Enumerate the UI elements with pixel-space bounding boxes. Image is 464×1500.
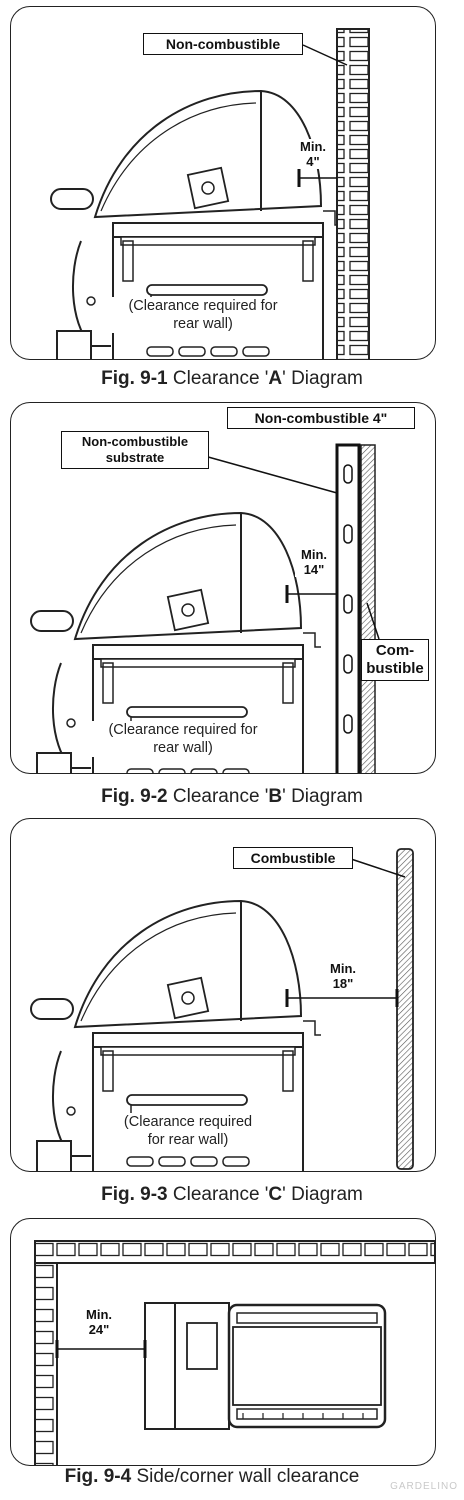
substrate-callout: Non-combustible substrate (61, 431, 209, 469)
figure-9-1-caption: Fig. 9-1 Clearance 'A' Diagram (101, 368, 363, 389)
top-wall (34, 1240, 435, 1264)
figure-9-2-caption: Fig. 9-2 Clearance 'B' Diagram (101, 786, 363, 807)
figure-9-4-panel: Min. 24" (10, 1218, 436, 1466)
side-wall (34, 1262, 58, 1465)
clearance-a-diagram (50, 28, 370, 359)
min-clearance-label: Min. 4" (295, 139, 331, 169)
figure-9-2-panel: Non-combustible 4" Non-combustible subst… (10, 402, 436, 774)
combustible-callout: Com- bustible (361, 639, 429, 681)
figure-9-1-panel: Non-combustible Min. 4" (Clearance requi… (10, 6, 436, 360)
clearance-b-diagram (30, 443, 380, 773)
combustible-callout: Combustible (233, 847, 353, 869)
side-corner-clearance-diagram (34, 1240, 435, 1465)
non-combustible-wall (336, 28, 370, 359)
combustible-wall (396, 848, 414, 1170)
clearance-c-diagram (30, 848, 414, 1171)
min-clearance-label: Min. 14" (295, 547, 333, 577)
rear-wall-note: (Clearance required for rear wall) (103, 297, 303, 333)
non-combustible-4in-callout: Non-combustible 4" (227, 407, 415, 429)
min-clearance-label: Min. 18" (323, 961, 363, 991)
combustible-wall (360, 444, 376, 773)
figure-9-3-panel: Combustible Min. 18" (Clearance required… (10, 818, 436, 1172)
figure-9-4-caption: Fig. 9-4 Side/corner wall clearance (64, 1466, 360, 1487)
rear-wall-note: (Clearance required for rear wall) (83, 721, 283, 757)
watermark: GARDELINO (390, 1481, 458, 1492)
non-combustible-callout: Non-combustible (143, 33, 303, 55)
figure-9-3-caption: Fig. 9-3 Clearance 'C' Diagram (101, 1184, 363, 1205)
min-clearance-label: Min. 24" (79, 1307, 119, 1337)
rear-wall-note: (Clearance required for rear wall) (103, 1113, 273, 1149)
